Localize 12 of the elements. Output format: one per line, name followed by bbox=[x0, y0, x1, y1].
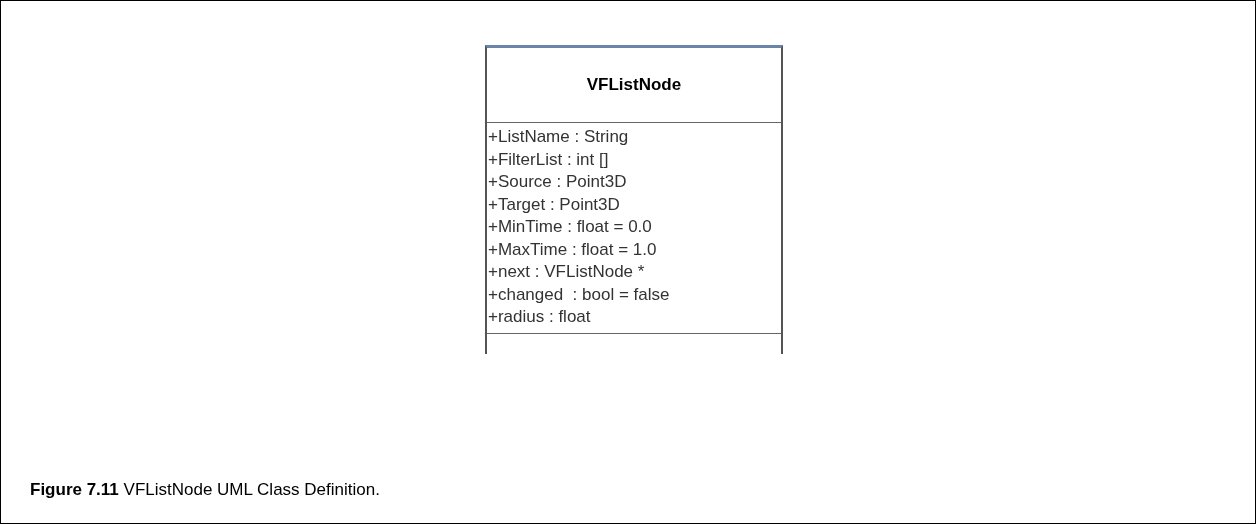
attribute-text: +radius : float bbox=[488, 306, 592, 328]
attribute-text: +ListName : String bbox=[488, 126, 630, 148]
attribute-text: +next : VFListNode * bbox=[488, 261, 646, 283]
attribute-text: +changed : bool = false bbox=[488, 283, 671, 306]
attribute-text: +Target : Point3D bbox=[488, 193, 621, 216]
attribute-text: +MinTime : float = 0.0 bbox=[488, 216, 653, 238]
figure-caption: Figure 7.11 VFListNode UML Class Definition. bbox=[30, 480, 380, 500]
attribute-text: +MaxTime : float = 1.0 bbox=[488, 238, 658, 261]
attribute-text: +FilterList : int [] bbox=[488, 148, 610, 171]
class-box bbox=[485, 45, 783, 354]
class-name: VFListNode bbox=[586, 75, 682, 95]
attribute-text: +Source : Point3D bbox=[488, 171, 628, 193]
